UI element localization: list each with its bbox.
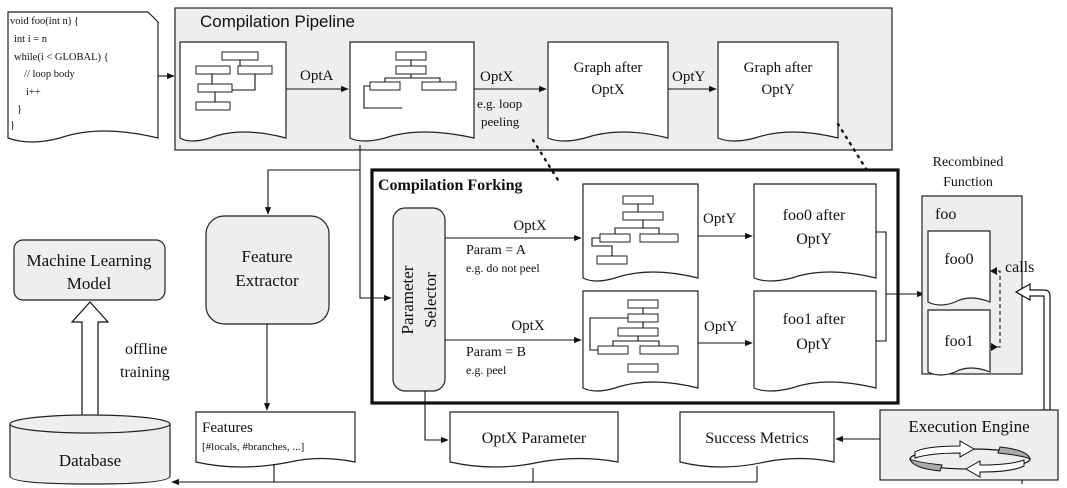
- foo0-result-line1: foo0 after: [783, 207, 846, 224]
- recombined-title-line2: Function: [943, 175, 993, 190]
- forking-title: Compilation Forking: [378, 177, 522, 194]
- graph-to-extractor-arrow: [264, 169, 360, 215]
- graph-after-opty-line1: Graph after: [744, 60, 813, 76]
- engine-to-recombined-arrow: [1014, 282, 1051, 411]
- zoom-line-right: [836, 122, 870, 174]
- compilation-forking-panel: Compilation Forking Parameter Selector O…: [370, 168, 900, 405]
- features-detail: [#locals, #branches, ...]: [202, 441, 304, 453]
- foo0-label: foo0: [944, 251, 973, 268]
- selector-line1: Parameter: [398, 265, 417, 334]
- foo1-after-opty-document: foo1 after OptY: [753, 290, 877, 392]
- graph-after-opty-document: Graph after OptY: [717, 41, 839, 142]
- source-code-document: void foo(int n) { int i = n while(i < GL…: [7, 11, 159, 143]
- branch-a-opty-label: OptY: [703, 211, 737, 227]
- feature-extractor-box: Feature Extractor: [205, 215, 330, 325]
- opty-pipeline-label: OptY: [672, 69, 706, 85]
- code-line-4: // loop body: [24, 69, 76, 80]
- feature-extractor-line2: Extractor: [235, 271, 299, 290]
- opta-label: OptA: [300, 68, 334, 84]
- branch-a-optx-label: OptX: [513, 218, 547, 234]
- code-line-6: }: [17, 104, 22, 115]
- zoom-line-left: [531, 138, 560, 182]
- calls-label: calls: [1005, 259, 1034, 276]
- branch-b-graph-document: [582, 290, 699, 392]
- initial-graph-document: [179, 41, 287, 142]
- database-label: Database: [59, 451, 121, 470]
- graph-after-optx-line1: Graph after: [574, 60, 643, 76]
- cycle-icon: [909, 440, 1031, 478]
- graph-to-selector-arrow: [359, 145, 392, 302]
- branch-a-graph-document: [582, 183, 699, 282]
- ml-model-line2: Model: [67, 274, 112, 293]
- selector-to-param-arrow: [424, 391, 449, 444]
- graph-after-optx-line2: OptX: [591, 82, 625, 98]
- offline-training-line2: training: [120, 364, 170, 381]
- code-line-5: i++: [26, 87, 41, 98]
- code-line-3: while(i < GLOBAL) {: [14, 52, 109, 63]
- success-metrics-document: Success Metrics: [679, 411, 835, 468]
- compilation-pipeline-panel: Compilation Pipeline OptA OptX e.g. loop: [174, 7, 893, 151]
- execution-engine-box: Execution Engine: [879, 409, 1059, 481]
- parameter-selector: Parameter Selector: [392, 207, 446, 392]
- optx-pipeline-label: OptX: [480, 69, 514, 85]
- features-document: Features [#locals, #branches, ...]: [195, 411, 356, 468]
- code-line-7: }: [10, 120, 15, 131]
- merge-line-b: [876, 294, 887, 342]
- branch-b-param: Param = B: [466, 345, 526, 360]
- recombined-title-line1: Recombined: [933, 155, 1004, 170]
- foo0-after-opty-document: foo0 after OptY: [753, 183, 877, 282]
- foo1-document: foo1: [927, 309, 991, 376]
- graph-after-optx-document: Graph after OptX: [547, 41, 669, 142]
- success-metrics-label: Success Metrics: [705, 430, 809, 447]
- feature-extractor-line1: Feature: [242, 247, 293, 266]
- graph-after-opty-line2: OptY: [761, 82, 795, 98]
- database-cylinder: Database: [9, 414, 171, 485]
- foo1-result-line1: foo1 after: [783, 311, 846, 328]
- ml-model-line1: Machine Learning: [26, 251, 152, 270]
- selector-line2: Selector: [421, 272, 440, 328]
- optx-example-line2: peeling: [481, 114, 520, 129]
- code-line-2: int i = n: [14, 34, 48, 45]
- branch-b-optx-label: OptX: [511, 318, 545, 334]
- offline-training-line1: offline: [125, 341, 167, 358]
- recombined-function: Recombined Function foo foo0 foo1 calls: [921, 155, 1034, 376]
- foo1-label: foo1: [944, 333, 973, 350]
- execution-engine-label: Execution Engine: [908, 417, 1029, 436]
- graph-after-opta-document: [349, 41, 475, 142]
- branch-b-example: e.g. peel: [466, 363, 507, 377]
- foo1-result-line2: OptY: [796, 336, 832, 353]
- recombined-foo-label: foo: [935, 206, 956, 223]
- optx-example-line1: e.g. loop: [477, 96, 522, 111]
- features-title: Features: [202, 420, 253, 436]
- foo0-result-line2: OptY: [796, 231, 832, 248]
- optx-parameter-label: OptX Parameter: [482, 430, 587, 447]
- merge-line-a: [876, 231, 887, 294]
- ml-model-box: Machine Learning Model: [13, 239, 166, 301]
- branch-a-example: e.g. do not peel: [466, 261, 540, 275]
- branch-a-param: Param = A: [466, 243, 527, 258]
- optx-parameter-document: OptX Parameter: [449, 411, 619, 468]
- branch-b-opty-label: OptY: [704, 319, 738, 335]
- code-line-1: void foo(int n) {: [10, 16, 79, 27]
- foo0-document: foo0: [927, 230, 991, 306]
- offline-training-arrow: [70, 301, 110, 417]
- pipeline-title: Compilation Pipeline: [200, 12, 355, 31]
